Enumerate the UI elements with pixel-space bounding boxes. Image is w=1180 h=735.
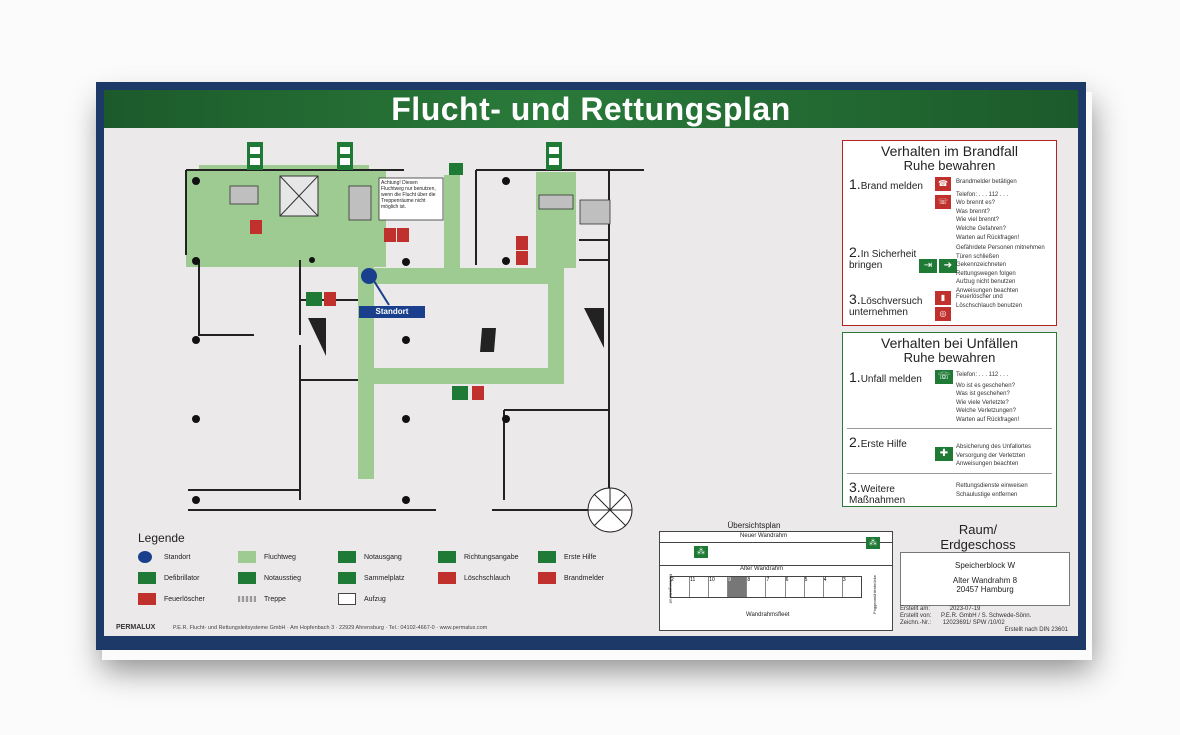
footer-brand: PERMALUX [116, 624, 156, 631]
overview-street-mid: Alter Wandrahm [740, 566, 784, 572]
assembly-point-icon: ⁂ [866, 537, 880, 549]
brandfall-step1-items: Brandmelder betätigen Telefon: . . . 112… [956, 179, 1020, 241]
unfaelle-step1: 1.Unfall melden [849, 369, 922, 385]
unfaelle-step1-label: Unfall melden [860, 374, 922, 385]
first-aid-icon [538, 551, 556, 563]
first-aid-icon: ✚ [935, 447, 953, 461]
unfaelle-step2: 2.Erste Hilfe [849, 434, 907, 450]
unfaelle-step1-items: Telefon: . . . 112 . . . Wo ist es gesch… [956, 372, 1020, 423]
footer: PERMALUX P.E.R. Flucht- und Rettungsleit… [116, 624, 488, 631]
unfaelle-subtitle: Ruhe bewahren [903, 350, 996, 365]
room-line1: Raum/ [958, 522, 998, 537]
brandfall-step1-label: Brand melden [860, 181, 923, 192]
fire-equipment-signs [250, 220, 528, 400]
floor-plan [185, 142, 644, 533]
warning-note-text: Achtung! Diesen Fluchtweg nur benutzen, … [381, 180, 436, 210]
building-name: Speicherblock W [954, 561, 1016, 570]
stairs [229, 185, 611, 225]
footer-city: 22929 Ahrensburg [339, 625, 384, 631]
unfaelle-step3-num: 3. [849, 479, 861, 495]
arrow-right-icon: ➔ [939, 259, 957, 273]
unfaelle-title: Verhalten bei Unfällen [881, 335, 1018, 351]
brandfall-subtitle: Ruhe bewahren [903, 158, 996, 173]
brandfall-panel: Verhalten im Brandfall Ruhe bewahren 1.B… [842, 140, 1057, 326]
brandfall-step2: 2.In Sicherheit bringen [849, 244, 929, 271]
phone-icon: ☏ [935, 370, 953, 384]
escape-route-icon [238, 551, 256, 563]
brandfall-step3-label: Löschversuch unternehmen [849, 296, 923, 318]
brandfall-step1: 1.Brand melden [849, 176, 923, 192]
unfaelle-step3-items: Rettungsdienste einweisen Schaulustige e… [956, 483, 1028, 498]
emergency-exit-icon: ⇥ [919, 259, 937, 273]
brandfall-step2-num: 2. [849, 244, 861, 260]
standort-tag [359, 306, 425, 318]
standort-label: Standort [375, 307, 409, 316]
assembly-point-icon: ⁂ [694, 546, 708, 558]
fire-alarm-icon: ☎ [935, 177, 951, 191]
room-heading: Raum/ Erdgeschoss [901, 522, 1055, 552]
assembly-point-icon [338, 572, 356, 584]
first-aid-signs [306, 292, 468, 400]
shaft-mark [308, 318, 326, 356]
spiral-staircase [587, 487, 633, 533]
overview-blocks: 2 11 10 9 8 7 6 5 4 3 [670, 576, 862, 598]
shaft-mark [584, 308, 604, 348]
brandfall-step2-items: Gefährdete Personen mitnehmen Türen schl… [956, 245, 1045, 294]
unfaelle-panel: Verhalten bei Unfällen Ruhe bewahren 1.U… [842, 332, 1057, 507]
warning-note-box [378, 177, 444, 221]
standort-marker [361, 268, 377, 284]
unfaelle-step3-label: Weitere Maßnahmen [849, 484, 906, 506]
legend-title: Legende [138, 531, 185, 545]
overview-street-right: Poggenmühlenbrücke [871, 575, 877, 614]
phone-icon: ☏ [935, 195, 951, 209]
escape-plan-sheet: Flucht- und Rettungsplan [104, 90, 1078, 636]
footer-company: P.E.R. Flucht- und Rettungsleitsysteme G… [172, 625, 286, 631]
overview-map: Neuer Wandrahm Alter Wandrahm 2 11 10 9 … [659, 531, 893, 631]
footer-phone: Tel.: 04102-4667-0 [388, 625, 435, 631]
elevator-shaft [279, 175, 319, 217]
plan-title: Flucht- und Rettungsplan [391, 91, 791, 127]
emergency-hatch-icon [238, 572, 256, 584]
defibrillator-icon [138, 572, 156, 584]
footer-web: www.permalux.com [439, 625, 488, 631]
arrow-right-icon [438, 551, 456, 563]
fire-alarm-icon [538, 572, 556, 584]
shaft-mark [480, 328, 496, 352]
address-box: Speicherblock W Alter Wandrahm 8 20457 H… [900, 552, 1070, 606]
brandfall-title: Verhalten im Brandfall [881, 143, 1018, 159]
unfaelle-step3: 3.Weitere Maßnahmen [849, 479, 939, 506]
brandfall-step3: 3.Löschversuch unternehmen [849, 291, 939, 318]
unfaelle-step2-items: Absicherung des Unfallortes Versorgung d… [956, 444, 1032, 468]
brandfall-step3-num: 3. [849, 291, 861, 307]
footer-address: Am Hopfenbach 3 [290, 625, 335, 631]
fire-extinguisher-icon [138, 593, 156, 605]
stairs-icon [238, 596, 256, 602]
overview-title: Übersichtsplan [727, 521, 781, 530]
city-address: 20457 Hamburg [956, 585, 1014, 594]
fire-hose-icon: ◎ [935, 307, 951, 321]
overview-street-top: Neuer Wandrahm [740, 533, 788, 539]
brandfall-step3-items: Feuerlöscher und Löschschlauch benutzen [956, 294, 1023, 309]
unfaelle-step2-label: Erste Hilfe [860, 439, 907, 450]
columns [192, 177, 510, 504]
street-address: Alter Wandrahm 8 [952, 576, 1018, 585]
elevator-icon [338, 593, 356, 605]
brandfall-step2-label: In Sicherheit bringen [849, 249, 917, 271]
room-line2: Erdgeschoss [940, 537, 1016, 552]
unfaelle-step2-num: 2. [849, 434, 861, 450]
title-banner: Flucht- und Rettungsplan [104, 90, 1078, 128]
fire-hose-icon [438, 572, 456, 584]
plan-meta: Erstellt am: 2023-07-19 Erstellt von: P.… [900, 606, 1068, 633]
unfaelle-step1-num: 1. [849, 369, 861, 385]
overview-street-bottom: Wandrahmsfleet [746, 612, 790, 618]
brandfall-step1-num: 1. [849, 176, 861, 192]
fire-extinguisher-icon: ▮ [935, 291, 951, 305]
location-dot-icon [138, 551, 152, 563]
emergency-exit-icon [338, 551, 356, 563]
overview-street-left: Kannengießerort [668, 573, 674, 604]
